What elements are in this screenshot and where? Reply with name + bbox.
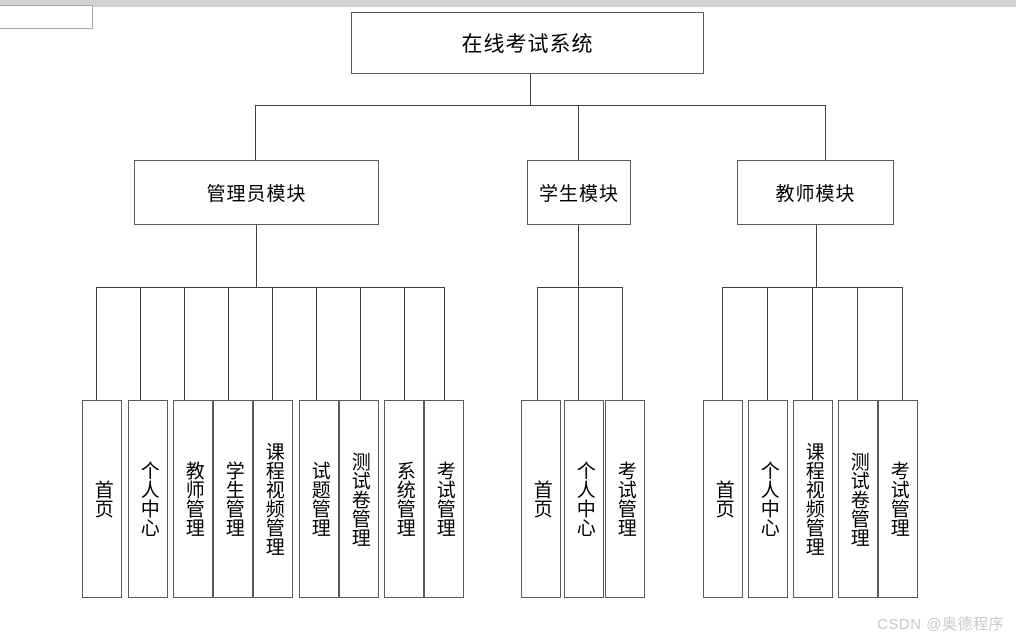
module-node-label-teacher: 教师模块 [775,184,856,205]
module-node-student[interactable]: 学生模块 [527,160,631,225]
connector-root-stem [530,74,531,105]
leaf-node-label: 考试管理 [614,461,636,537]
connector-admin-drop-8 [404,287,405,400]
leaf-node-admin-4[interactable]: 学生管理 [213,400,253,598]
leaf-node-label: 个人中心 [137,461,159,537]
connector-drop-student [578,105,579,160]
connector-student-drop-2 [578,287,579,400]
connector-teacher-drop-4 [857,287,858,400]
leaf-node-teacher-5[interactable]: 考试管理 [878,400,918,598]
leaf-node-label: 学生管理 [222,461,244,537]
leaf-node-label: 测试卷管理 [847,451,869,547]
root-node-label: 在线考试系统 [461,33,594,56]
root-node-online-exam-system[interactable]: 在线考试系统 [351,12,704,74]
connector-admin-drop-3 [184,287,185,400]
connector-admin-drop-5 [272,287,273,400]
connector-admin-drop-4 [228,287,229,400]
leaf-node-admin-2[interactable]: 个人中心 [128,400,168,598]
connector-admin-stem [256,225,257,287]
connector-student-stem [578,225,579,287]
leaf-node-label: 试题管理 [308,461,330,537]
connector-teacher-drop-1 [722,287,723,400]
leaf-node-label: 首页 [712,480,734,518]
leaf-node-student-1[interactable]: 首页 [521,400,561,598]
leaf-node-label: 考试管理 [433,461,455,537]
connector-admin-drop-2 [140,287,141,400]
connector-student-drop-1 [537,287,538,400]
leaf-node-admin-7[interactable]: 测试卷管理 [339,400,379,598]
connector-teacher-drop-3 [812,287,813,400]
leaf-node-label: 测试卷管理 [348,451,370,547]
connector-admin-drop-7 [360,287,361,400]
leaf-node-teacher-1[interactable]: 首页 [703,400,743,598]
watermark-text: CSDN @奥德程序 [877,616,1004,633]
connector-teacher-stem [816,225,817,287]
leaf-node-teacher-2[interactable]: 个人中心 [748,400,788,598]
connector-level1-bus [255,105,826,106]
connector-admin-drop-6 [316,287,317,400]
module-node-admin[interactable]: 管理员模块 [134,160,379,225]
connector-admin-bus [96,287,444,288]
connector-student-drop-3 [622,287,623,400]
leaf-node-label: 个人中心 [573,461,595,537]
leaf-node-label: 教师管理 [182,461,204,537]
leaf-node-admin-9[interactable]: 考试管理 [424,400,464,598]
connector-student-bus [537,287,623,288]
leaf-node-teacher-3[interactable]: 课程视频管理 [793,400,833,598]
leaf-node-label: 课程视频管理 [802,442,824,556]
module-node-label-admin: 管理员模块 [206,184,307,205]
connector-drop-teacher [825,105,826,160]
module-node-label-student: 学生模块 [538,184,619,205]
leaf-node-admin-1[interactable]: 首页 [82,400,122,598]
connector-teacher-drop-5 [902,287,903,400]
leaf-node-admin-6[interactable]: 试题管理 [299,400,339,598]
leaf-node-label: 个人中心 [757,461,779,537]
leaf-node-label: 首页 [91,480,113,518]
connector-teacher-drop-2 [767,287,768,400]
top-chrome-strip [0,0,1016,7]
leaf-node-label: 首页 [530,480,552,518]
leaf-node-admin-3[interactable]: 教师管理 [173,400,213,598]
leaf-node-student-2[interactable]: 个人中心 [564,400,604,598]
module-node-teacher[interactable]: 教师模块 [737,160,894,225]
connector-admin-drop-1 [96,287,97,400]
leaf-node-label: 系统管理 [393,461,415,537]
leaf-node-admin-8[interactable]: 系统管理 [384,400,424,598]
leaf-node-label: 考试管理 [887,461,909,537]
leaf-node-admin-5[interactable]: 课程视频管理 [253,400,293,598]
leaf-node-label: 课程视频管理 [262,442,284,556]
leaf-node-student-3[interactable]: 考试管理 [605,400,645,598]
connector-admin-drop-9 [444,287,445,400]
connector-drop-admin [255,105,256,160]
corner-box-fragment [0,5,93,29]
leaf-node-teacher-4[interactable]: 测试卷管理 [838,400,878,598]
